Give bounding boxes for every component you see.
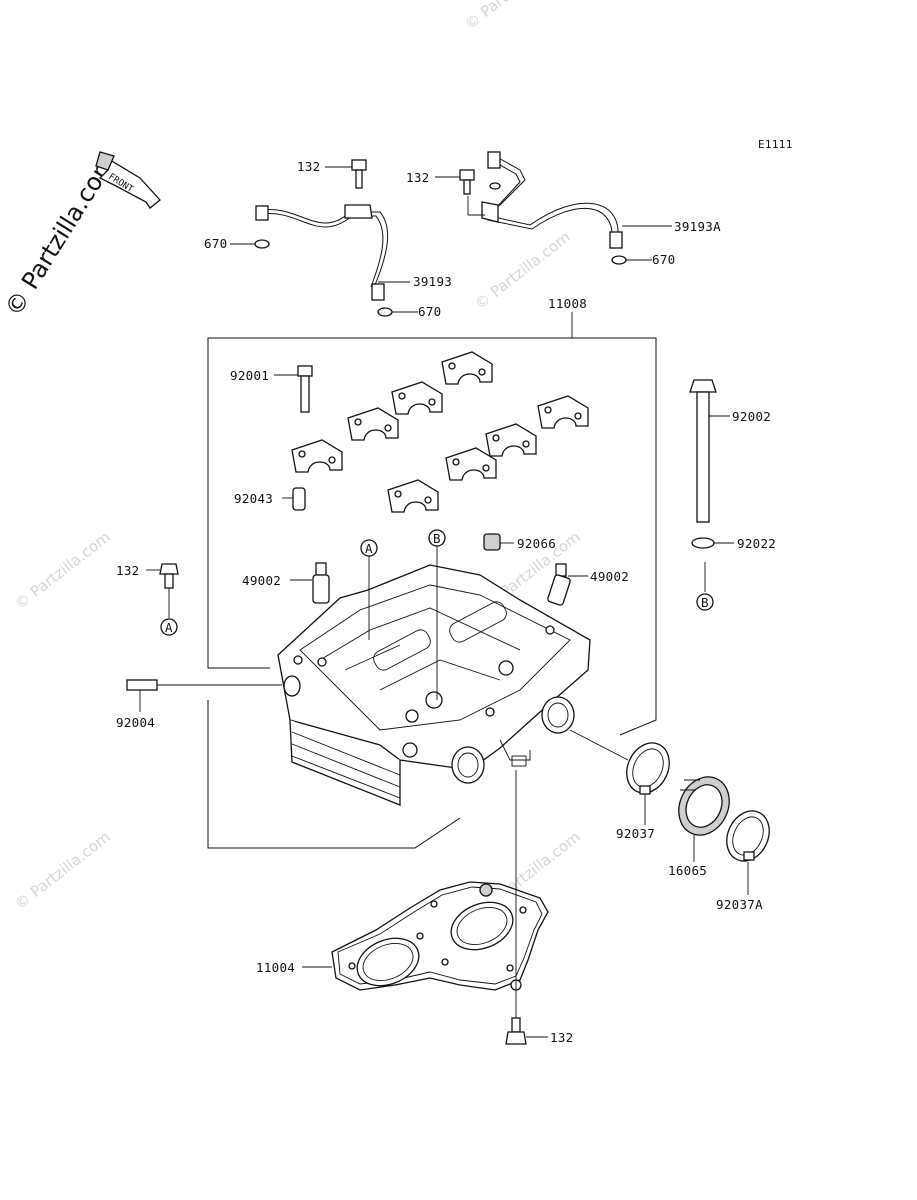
o-ring-670-left (254, 239, 270, 249)
o-ring-670-right (611, 255, 627, 265)
front-arrow-icon: FRONT (95, 151, 161, 209)
callout-49002-left: 49002 (242, 573, 281, 588)
cylinder-head-assembly-frame (207, 337, 657, 736)
cylinder-head (277, 564, 591, 806)
diagram-code: E1111 (758, 138, 793, 151)
callout-670-left: 670 (204, 236, 227, 251)
callout-132-bottom: 132 (550, 1030, 573, 1045)
clamp-92037A (726, 810, 770, 862)
callout-132-side: 132 (116, 563, 139, 578)
callout-92037A: 92037A (716, 897, 763, 912)
head-gasket-11004 (331, 881, 549, 991)
callout-92001: 92001 (230, 368, 269, 383)
bolt-132-side (159, 563, 179, 589)
fitting-49002-left (312, 562, 330, 604)
callout-11004: 11004 (256, 960, 295, 975)
washer-92022 (691, 537, 715, 549)
bolt-92002 (689, 379, 717, 523)
camshaft-caps (291, 351, 589, 513)
oil-pipe-left (255, 204, 389, 301)
oil-pipe-right (481, 151, 623, 249)
ref-marker-a-side-label: A (165, 620, 173, 635)
callout-92037: 92037 (616, 826, 655, 841)
callout-49002-right: 49002 (590, 569, 629, 584)
ref-marker-a-top-label: A (365, 541, 373, 556)
leader-lines-top (230, 166, 672, 313)
callout-132-top-left: 132 (297, 159, 320, 174)
bolt-132-top-right (459, 169, 475, 195)
bolt-132-top-left (351, 159, 367, 189)
bolt-132-bottom (505, 1017, 527, 1045)
dowel-pin-92043 (292, 487, 306, 511)
bolt-92001 (297, 365, 313, 413)
o-ring-670-bottom (377, 307, 393, 317)
callout-92066: 92066 (517, 536, 556, 551)
callout-670-bottom: 670 (418, 304, 441, 319)
fitting-49002-right (547, 563, 571, 606)
ref-marker-b-top-label: B (433, 531, 441, 546)
callout-132-top-right: 132 (406, 170, 429, 185)
watermark: © Partzilla.com (11, 528, 113, 613)
callout-92022: 92022 (737, 536, 776, 551)
callout-39193A: 39193A (674, 219, 721, 234)
callout-92043: 92043 (234, 491, 273, 506)
callout-labels: 11008 132 132 670 670 670 39193 39193A 9… (116, 159, 776, 1045)
callout-92004: 92004 (116, 715, 155, 730)
callout-92002: 92002 (732, 409, 771, 424)
watermark: © Partzilla.com (11, 828, 113, 913)
intake-joint-16065 (678, 776, 730, 836)
ref-marker-b-side (696, 593, 714, 611)
watermark: © Partzilla.com (461, 0, 563, 33)
ref-marker-b-side-label: B (701, 595, 709, 610)
callout-670-right: 670 (652, 252, 675, 267)
cap-92066 (483, 533, 501, 551)
callout-16065: 16065 (668, 863, 707, 878)
stud-92004 (126, 679, 158, 691)
o-ring-small (489, 182, 501, 190)
callout-39193: 39193 (413, 274, 452, 289)
callout-11008: 11008 (548, 296, 587, 311)
clamp-92037 (626, 742, 670, 795)
ref-marker-a-side (160, 618, 178, 636)
